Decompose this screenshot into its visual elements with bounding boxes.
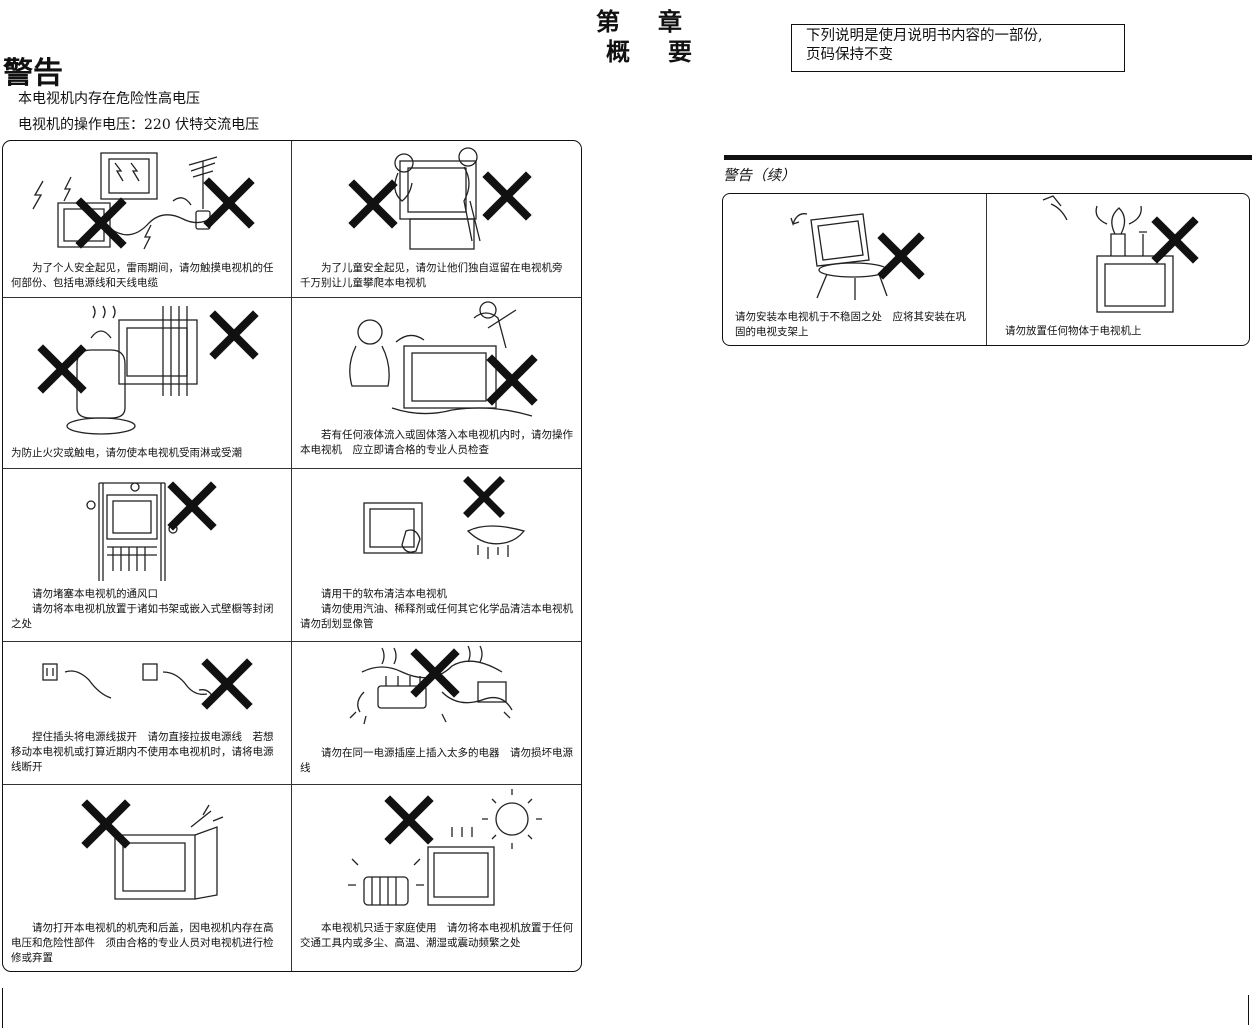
panel-plug-text: 捏住插头将电源线拔开 请勿直接拉拔电源线 若想移动本电视机或打算近期内不使用本电… <box>11 731 274 773</box>
heat-dust-illustration <box>348 789 542 906</box>
panel-unstable: 请勿安装本电视机于不稳固之处 应将其安装在巩固的电视支架上 <box>723 194 986 344</box>
unplug-cord-illustration <box>42 658 253 710</box>
overloaded-outlet-illustration <box>349 645 513 725</box>
panel-plug: 捏住插头将电源线拔开 请勿直接拉拔电源线 若想移动本电视机或打算近期内不使用本电… <box>3 642 291 784</box>
warning-panel-grid: 为了个人安全起见，雷雨期间，请勿触摸电视机的任何部份、包括电源线和天线电缆 为了… <box>2 140 582 972</box>
rain-moisture-illustration <box>37 305 259 435</box>
panel-outlet: 请勿在同一电源插座上插入太多的电器 请勿损坏电源线 <box>292 642 581 784</box>
open-cabinet-illustration <box>81 799 224 900</box>
panel-heat-text: 本电视机只适于家庭使用 请勿将本电视机放置于任何交通工具内或多尘、高温、潮湿或震… <box>300 922 573 949</box>
panel-children-text: 为了儿童安全起见，请勿让他们独自逗留在电视机旁 千万别让儿童攀爬本电视机 <box>300 262 573 289</box>
panel-children: 为了儿童安全起见，请勿让他们独自逗留在电视机旁 千万别让儿童攀爬本电视机 <box>292 141 581 297</box>
panel-outlet-text: 请勿在同一电源插座上插入太多的电器 请勿损坏电源线 <box>300 747 573 774</box>
section-rule <box>724 155 1252 160</box>
panel-objects-on-top: 请勿放置任何物体于电视机上 <box>987 194 1249 344</box>
panel-cleaning-text-2: 请勿使用汽油、稀释剂或任何其它化学品清洁本电视机 请勿刮划显像管 <box>300 603 581 630</box>
panel-unstable-text: 请勿安装本电视机于不稳固之处 应将其安装在巩固的电视支架上 <box>735 311 966 338</box>
warning-intro-line-2: 电视机的操作电压：220 伏特交流电压 <box>18 117 260 133</box>
unstable-stand-illustration <box>790 213 925 300</box>
chapter-heading: 第章 <box>596 8 720 36</box>
lightning-illustration <box>32 152 255 250</box>
grid-divider-vertical <box>291 141 292 971</box>
panel-rain-text: 为防止火灾或触电，请勿使本电视机受雨淋或受潮 <box>11 447 242 459</box>
warning-intro-line-1: 本电视机内存在危险性高电压 <box>18 91 200 107</box>
warning-continued-panels: 请勿安装本电视机于不稳固之处 应将其安装在巩固的电视支架上 请勿放置任何物体于电… <box>722 193 1250 346</box>
panel-liquid: 若有任何液体流入或固体落入本电视机内时，请勿操作本电视机 应立即请合格的专业人员… <box>292 298 581 468</box>
panel-vents-text-1: 请勿堵塞本电视机的通风口 <box>32 588 158 600</box>
page-edge-mark <box>2 988 3 1028</box>
blocked-vents-illustration <box>86 481 217 581</box>
grid-divider <box>3 641 581 642</box>
panel-lightning-text: 为了个人安全起见，雷雨期间，请勿触摸电视机的任何部份、包括电源线和天线电缆 <box>11 262 274 289</box>
objects-on-tv-illustration <box>1042 195 1199 313</box>
chapter-subtitle: 概要 <box>606 38 730 66</box>
note-box: 下列说明是使月说明书内容的一部份, 页码保持不变 <box>791 24 1125 72</box>
panel-vents: 请勿堵塞本电视机的通风口 请勿将本电视机放置于诸如书架或嵌入式壁橱等封闭之处 <box>3 469 291 641</box>
grid-divider <box>3 468 581 469</box>
grid-divider <box>3 297 581 298</box>
cleaning-cloth-illustration <box>363 476 526 559</box>
panel-lightning: 为了个人安全起见，雷雨期间，请勿触摸电视机的任何部份、包括电源线和天线电缆 <box>3 141 291 297</box>
grid-divider <box>3 784 581 785</box>
panel-rain: 为防止火灾或触电，请勿使本电视机受雨淋或受潮 <box>3 298 291 468</box>
note-line-2: 页码保持不变 <box>806 47 893 63</box>
page-edge-mark <box>1248 995 1249 1025</box>
children-climbing-illustration <box>348 147 532 250</box>
warning-title: 警告 <box>3 56 63 91</box>
panel-cleaning-text-1: 请用干的软布清洁本电视机 <box>321 588 447 600</box>
liquid-spill-illustration <box>349 301 538 417</box>
note-line-1: 下列说明是使月说明书内容的一部份, <box>806 28 1043 44</box>
panel-cabinet-text: 请勿打开本电视机的机壳和后盖，因电视机内存在高电压和危险性部件 须由合格的专业人… <box>11 922 274 964</box>
panel-cabinet: 请勿打开本电视机的机壳和后盖，因电视机内存在高电压和危险性部件 须由合格的专业人… <box>3 785 291 971</box>
panel-heat: 本电视机只适于家庭使用 请勿将本电视机放置于任何交通工具内或多尘、高温、潮湿或震… <box>292 785 581 971</box>
panel-objects-on-top-text: 请勿放置任何物体于电视机上 <box>1005 325 1142 337</box>
panel-vents-text-2: 请勿将本电视机放置于诸如书架或嵌入式壁橱等封闭之处 <box>11 603 274 630</box>
warning-continued-title: 警告（续） <box>723 168 796 184</box>
panel-liquid-text: 若有任何液体流入或固体落入本电视机内时，请勿操作本电视机 应立即请合格的专业人员… <box>300 429 573 456</box>
grid-divider-vertical <box>986 194 987 345</box>
panel-cleaning: 请用干的软布清洁本电视机 请勿使用汽油、稀释剂或任何其它化学品清洁本电视机 请勿… <box>292 469 581 641</box>
